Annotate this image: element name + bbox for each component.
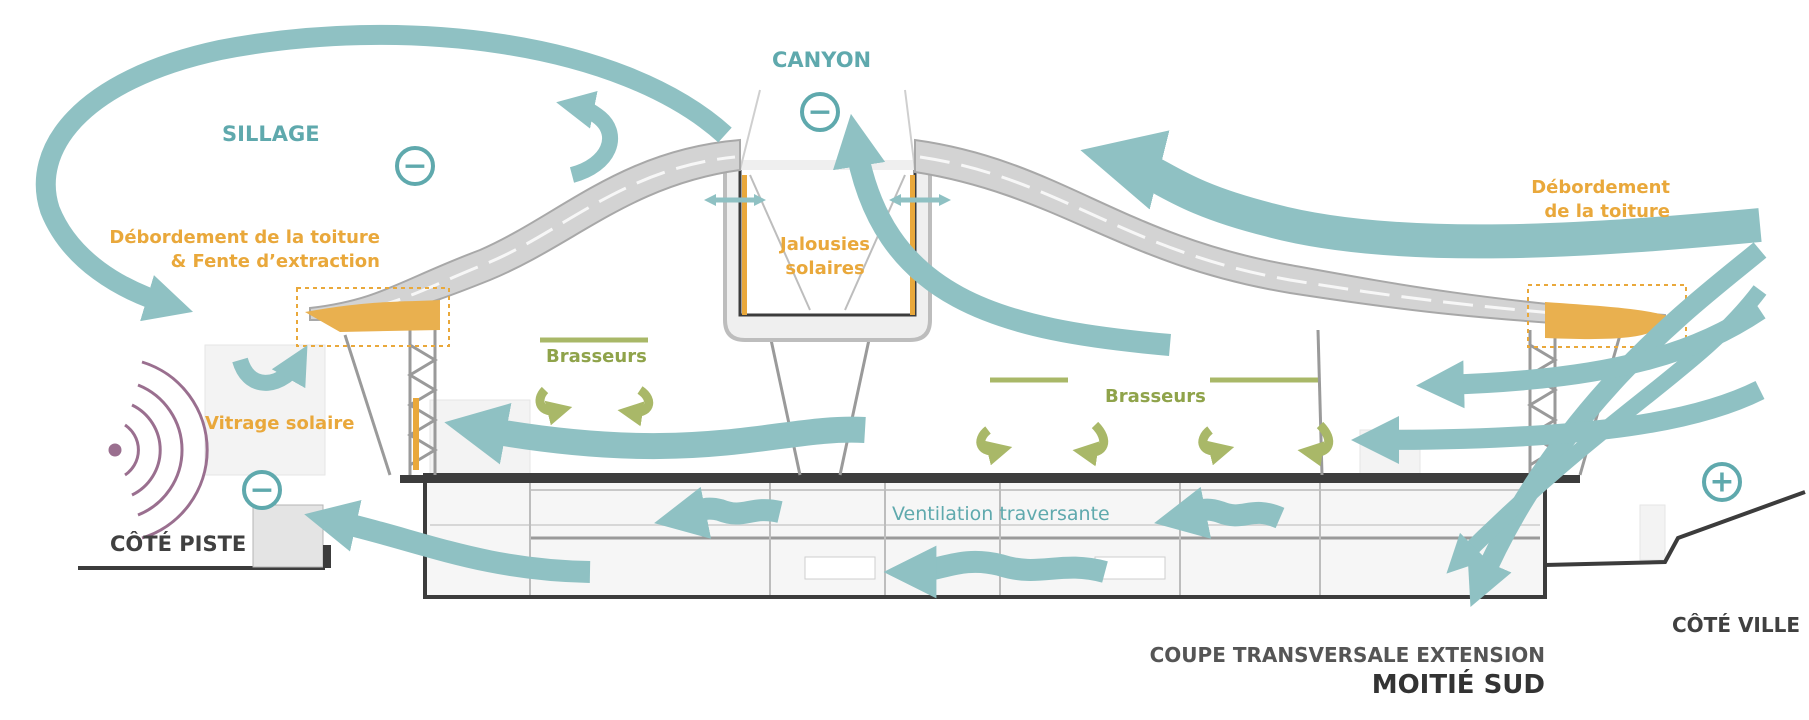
jalousies-label: Jalousies solaires [755, 233, 895, 281]
cote-ville-label: CÔTÉ VILLE [1672, 613, 1801, 637]
piste-pressure-icon [242, 470, 282, 510]
ventilation-wavy-arrow-1 [654, 486, 783, 539]
cote-piste-label: CÔTÉ PISTE [110, 532, 247, 556]
noise-waves-icon [108, 360, 209, 540]
structure-masts [343, 329, 1622, 476]
roof-overhang-left-line1: Débordement de la toiture [109, 227, 380, 248]
building-section [252, 473, 1580, 599]
roof-overhang-left-line2: & Fente d’extraction [170, 251, 380, 272]
ground-line [78, 490, 1806, 570]
ceiling-fans [535, 337, 1334, 467]
ventilation-wavy-arrow-2 [883, 545, 1108, 599]
brasseurs-right-label: Brasseurs [1105, 386, 1206, 407]
roof-wake-arrow [1080, 130, 1762, 259]
title-line2: MOITIÉ SUD [1371, 670, 1545, 700]
ville-flow-arrow-3 [1350, 381, 1765, 464]
fan-left [535, 337, 654, 427]
sillage-loop-arrow [35, 24, 732, 322]
canyon-label: CANYON [772, 48, 872, 72]
canyon-pressure-symbol: − [807, 95, 832, 130]
jalousies-line2: solaires [785, 258, 865, 279]
fan-right [1198, 377, 1334, 467]
interior-flow-arrow [444, 403, 866, 465]
jalousies-line1: Jalousies [780, 234, 870, 255]
roof-overhang-right-line1: Débordement [1531, 177, 1670, 198]
pressure-markers [242, 92, 1742, 510]
canyon-up-arrow [833, 113, 1171, 356]
piste-pressure-symbol: − [249, 473, 274, 508]
ventilation-label: Ventilation traversante [892, 503, 1110, 525]
canyon-pressure-icon [800, 92, 840, 132]
roof-overhang-right-label: Débordement de la toiture [1480, 176, 1670, 224]
ville-flow-arrow-4 [1416, 301, 1766, 409]
sillage-pressure-symbol: − [402, 149, 427, 184]
brasseurs-left-label: Brasseurs [546, 346, 647, 367]
roof-overhang-right-line2: de la toiture [1544, 201, 1670, 222]
title-line1: COUPE TRANSVERSALE EXTENSION [1149, 643, 1545, 667]
solar-glazing [413, 398, 419, 470]
roof-overhang [296, 284, 1687, 348]
sillage-curl-arrow [556, 90, 618, 183]
fan-middle [976, 377, 1109, 467]
sillage-label: SILLAGE [222, 122, 320, 146]
sillage-pressure-icon [395, 146, 435, 186]
ville-pressure-symbol: + [1709, 465, 1734, 500]
ville-pressure-icon [1702, 462, 1742, 502]
vitrage-label: Vitrage solaire [205, 413, 355, 434]
vitrage-curl-arrow [232, 345, 308, 391]
roof-overhang-left-label: Débordement de la toiture & Fente d’extr… [100, 226, 380, 274]
ventilation-wavy-arrow-3 [1154, 486, 1285, 539]
piste-flow-arrow [304, 499, 591, 583]
airflow-arrows [35, 24, 1767, 608]
